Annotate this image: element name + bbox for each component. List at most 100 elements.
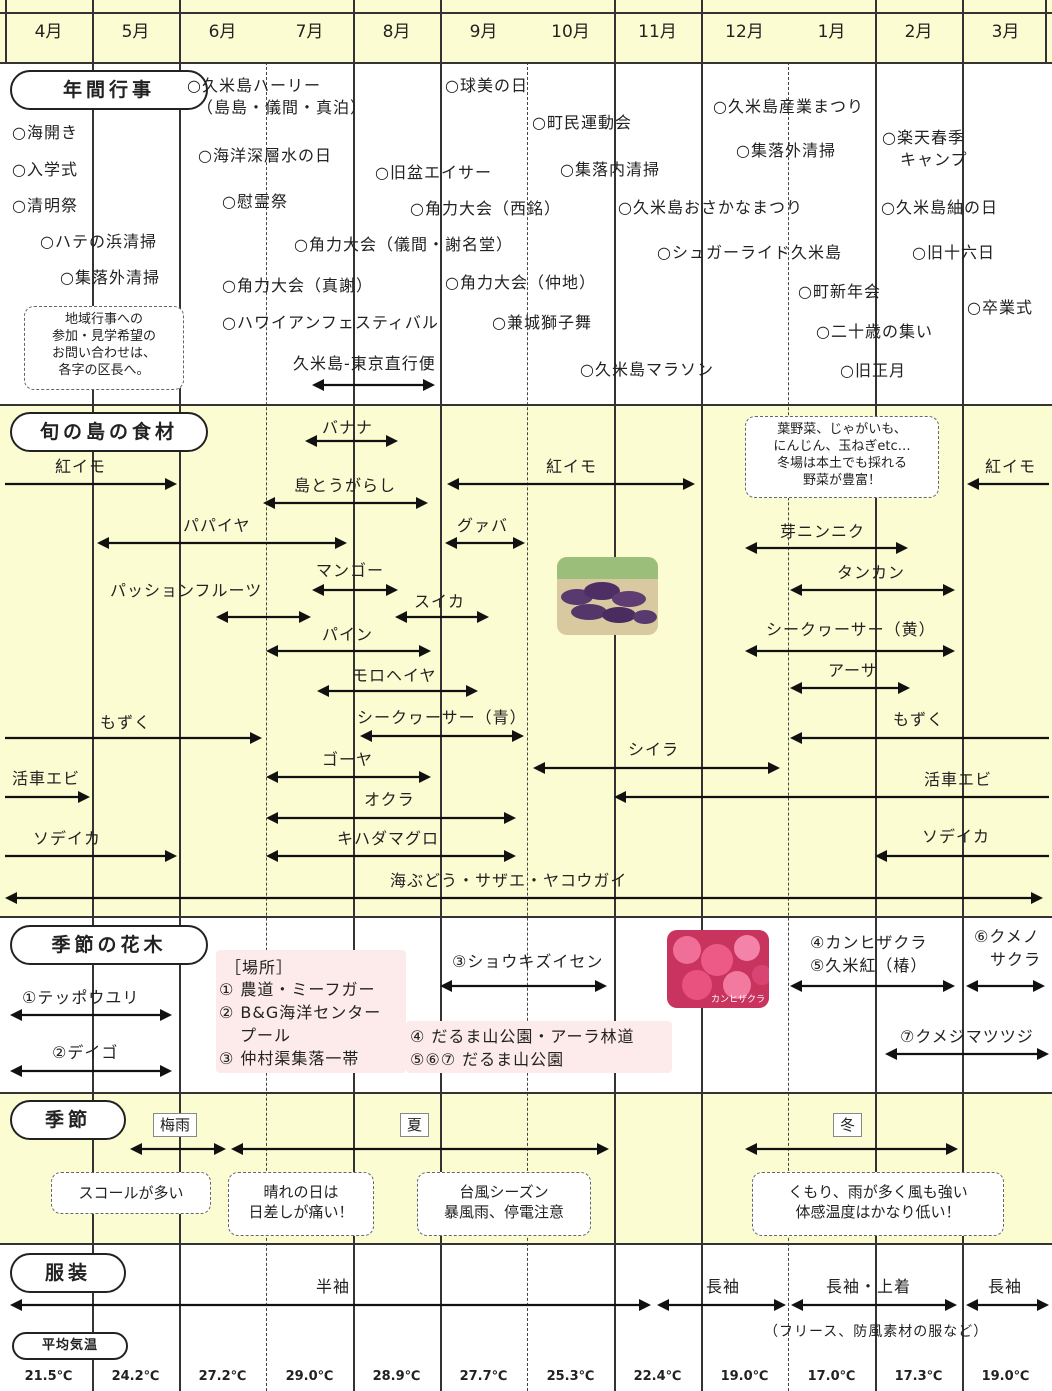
food-label: キハダマグロ (337, 829, 440, 848)
section-title-food: 旬の島の食材 (10, 412, 208, 452)
grid-line (440, 0, 442, 1391)
month-label: 6月 (208, 22, 237, 42)
period-arrow (790, 584, 955, 596)
period-arrow (10, 1065, 172, 1077)
place-item: ④ だるま山公園・アーラ林道 (410, 1027, 635, 1046)
event-label: ○角力大会（真謝） (222, 276, 373, 295)
period-arrow (445, 537, 525, 549)
callout-line: 日差しが痛い！ (248, 1203, 354, 1221)
typhoon-callout: 台風シーズン 暴風雨、停電注意 (417, 1172, 591, 1236)
month-label: 7月 (295, 22, 324, 42)
month-label: 1月 (817, 22, 846, 42)
event-label: ○球美の日 (445, 76, 528, 95)
squall-callout: スコールが多い (51, 1172, 211, 1214)
photo-caption: カンヒザクラ (710, 995, 765, 1005)
period-arrow (266, 812, 516, 824)
avg-temp-value: 28.9℃ (372, 1369, 421, 1384)
clothing-note: （フリース、防風素材の服など） (764, 1324, 989, 1340)
month-label: 12月 (725, 22, 764, 42)
event-label: ○町新年会 (798, 282, 881, 301)
period-arrow (614, 791, 1049, 803)
event-label: （島島・儀間・真泊） (197, 98, 368, 117)
section-title-avg-temp: 平均気温 (12, 1332, 128, 1360)
avg-temp-value: 19.0℃ (981, 1369, 1030, 1384)
period-arrow (790, 682, 910, 694)
food-label: パッションフルーツ (110, 581, 263, 600)
event-label: ○旧十六日 (912, 243, 995, 262)
event-label: ○旧盆エイサー (375, 163, 492, 182)
period-arrow (790, 732, 1049, 744)
food-label: スイカ (414, 592, 466, 611)
food-label: シークヮーサー（黄） (766, 620, 936, 639)
flower-label: ⑥クメノ (974, 927, 1040, 946)
place-box (216, 950, 406, 1073)
period-arrow (440, 980, 607, 992)
period-arrow (317, 685, 478, 697)
period-arrow (395, 611, 489, 623)
month-label: 10月 (551, 22, 590, 42)
event-label: ○集落内清掃 (560, 160, 660, 179)
event-label: ○角力大会（仲地） (445, 273, 596, 292)
food-label: タンカン (837, 563, 906, 582)
period-arrow (97, 537, 347, 549)
sunny-callout: 晴れの日は 日差しが痛い！ (228, 1172, 374, 1236)
event-label: ○久米島紬の日 (881, 198, 998, 217)
event-label: ○ハテの浜清掃 (40, 232, 157, 251)
flower-label: ②デイゴ (52, 1043, 119, 1062)
month-label: 4月 (34, 22, 63, 42)
event-label: ○二十歳の集い (816, 322, 933, 341)
month-label: 2月 (904, 22, 933, 42)
period-arrow (533, 762, 780, 774)
flower-label: ⑦クメジマツツジ (900, 1027, 1034, 1046)
food-label: シイラ (628, 740, 680, 759)
section-title-flowers: 季節の花木 (10, 925, 208, 965)
clothing-label: 長袖 (706, 1277, 741, 1296)
avg-temp-value: 24.2℃ (111, 1369, 160, 1384)
avg-temp-value: 17.3℃ (894, 1369, 943, 1384)
avg-temp-value: 21.5℃ (24, 1369, 73, 1384)
notice-line: お問い合わせは、 (51, 346, 156, 361)
flower-label: ①テッポウユリ (22, 988, 140, 1007)
period-arrow (5, 892, 1043, 904)
rule (0, 1092, 1052, 1094)
period-arrow (312, 584, 398, 596)
period-arrow (10, 1009, 172, 1021)
event-label: ○海開き (12, 123, 78, 142)
month-label: 5月 (121, 22, 150, 42)
food-label: ゴーヤ (322, 750, 374, 769)
callout-line: くもり、雨が多く風も強い (788, 1183, 968, 1201)
winter-note-line: にんじん、玉ねぎetc… (773, 439, 911, 454)
clothing-label: 長袖 (988, 1277, 1023, 1296)
callout-line: 暴風雨、停電注意 (443, 1203, 564, 1221)
period-arrow (745, 1143, 958, 1155)
period-arrow (447, 478, 695, 490)
period-arrow (875, 850, 1049, 862)
month-label: 3月 (991, 22, 1020, 42)
month-label: 8月 (382, 22, 411, 42)
event-label: ○久米島おさかなまつり (618, 198, 803, 217)
food-label: 活車エビ (12, 769, 81, 788)
event-label: ○久米島産業まつり (713, 97, 864, 116)
food-label: シークヮーサー（青） (357, 708, 527, 727)
grid-line (353, 0, 355, 1391)
purple-sweet-potato-photo (557, 557, 658, 635)
flower-label: ④カンヒザクラ (810, 933, 928, 952)
avg-temp-value: 17.0℃ (807, 1369, 856, 1384)
avg-temp-value: 25.3℃ (546, 1369, 595, 1384)
section-title-season: 季節 (10, 1100, 126, 1140)
section-title-events: 年間行事 (10, 70, 208, 110)
flower-label: ③ショウキズイセン (452, 952, 604, 971)
event-label: ○町民運動会 (532, 113, 632, 132)
event-label: キャンプ (900, 150, 968, 169)
event-label: ○久米島マラソン (580, 360, 714, 379)
grid-line (962, 0, 964, 1391)
clothing-label: 長袖・上着 (826, 1277, 912, 1296)
rule (0, 916, 1052, 918)
flower-label: サクラ (990, 950, 1042, 969)
food-label: パイン (322, 625, 374, 644)
food-label: グァバ (457, 516, 509, 535)
period-arrow (5, 791, 90, 803)
grid-line (5, 0, 7, 62)
period-arrow (5, 850, 177, 862)
notice-line: 参加・見学希望の (51, 329, 156, 344)
